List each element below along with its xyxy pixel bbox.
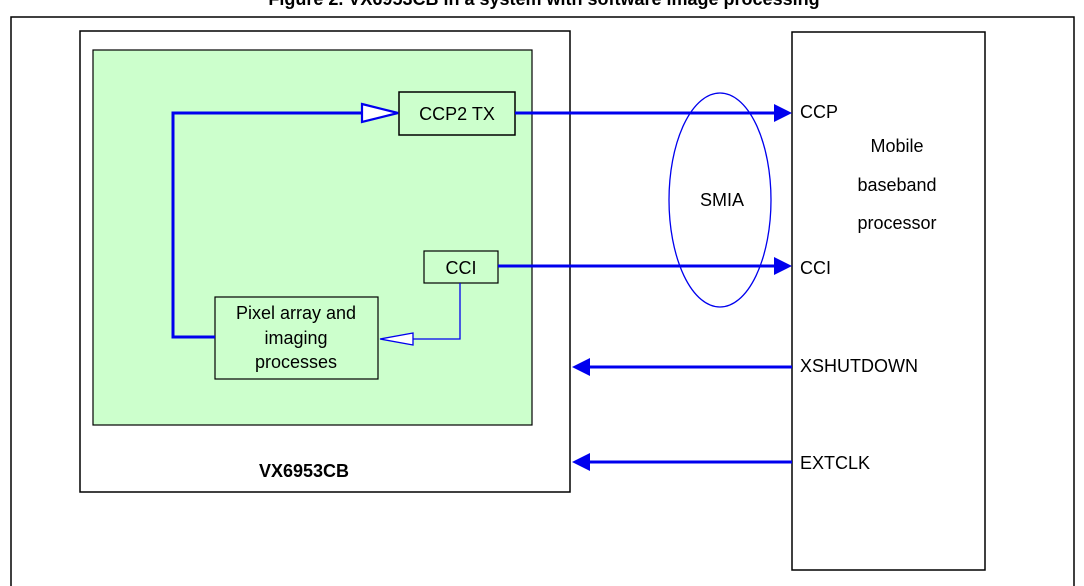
sensor-name: VX6953CB xyxy=(259,461,349,481)
pixel-to-ccp2-line xyxy=(171,111,362,339)
arrowhead-icon xyxy=(572,453,590,471)
hollow-arrowhead-icon xyxy=(379,332,414,346)
pin-extclk-label: EXTCLK xyxy=(800,453,870,473)
cci-block-label: CCI xyxy=(446,258,477,278)
hollow-arrowhead-icon xyxy=(360,102,399,124)
arrowhead-icon xyxy=(774,104,792,122)
pin-xshutdown-label: XSHUTDOWN xyxy=(800,356,918,376)
cci-to-pixel-line xyxy=(413,283,461,340)
pixel-array-line-2: imaging xyxy=(264,328,327,348)
ccp2-tx-block xyxy=(398,91,516,136)
processor-name-line-3: processor xyxy=(857,213,936,233)
figure-frame xyxy=(10,16,1075,586)
arrowhead-icon xyxy=(774,257,792,275)
pixel-array-line-3: processes xyxy=(255,352,337,372)
ccp2-tx-label: CCP2 TX xyxy=(419,104,495,124)
processor-name-line-2: baseband xyxy=(857,175,936,195)
figure-title: Figure 2. VX6953CB in a system with soft… xyxy=(268,0,819,9)
smia-label: SMIA xyxy=(700,190,744,210)
arrowhead-icon xyxy=(572,358,590,376)
pixel-array-block xyxy=(214,296,379,380)
processor-box xyxy=(791,31,986,571)
pin-ccp-label: CCP xyxy=(800,102,838,122)
processor-name-line-1: Mobile xyxy=(870,136,923,156)
smia-bus-ellipse xyxy=(668,92,772,308)
pin-cci-label: CCI xyxy=(800,258,831,278)
pixel-array-line-1: Pixel array and xyxy=(236,303,356,323)
